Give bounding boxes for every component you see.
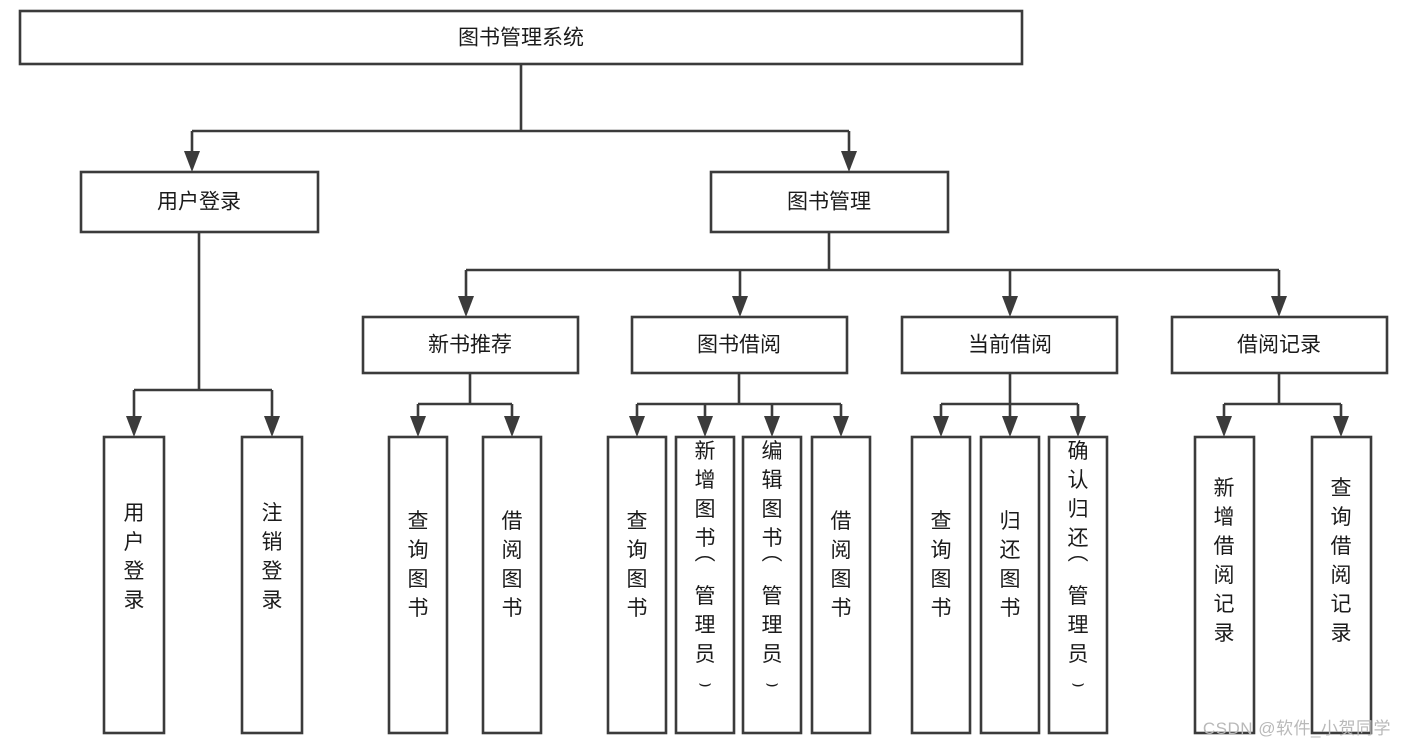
node-leaf-query-book-1-box[interactable] <box>387 435 449 735</box>
node-leaf-query-borrow-record[interactable]: 查询借阅记录 <box>1310 435 1373 735</box>
node-leaf-add-book-admin[interactable]: 新增图书⌒管理员⌣ <box>674 435 736 735</box>
node-leaf-user-logout-label: 注销登录 <box>262 502 283 612</box>
node-leaf-query-book-2-box[interactable] <box>606 435 668 735</box>
connector-root-to-level2 <box>184 64 857 172</box>
connector-bookborrow-to-leaves <box>629 373 849 437</box>
node-leaf-query-book-2[interactable]: 查询图书 <box>606 435 668 735</box>
node-borrow-record-box[interactable] <box>1170 315 1389 375</box>
node-user-login[interactable]: 用户登录 <box>79 170 320 234</box>
node-book-borrow-box[interactable] <box>630 315 849 375</box>
node-leaf-add-borrow-record-label: 新增借阅记录 <box>1214 477 1235 645</box>
node-book-manage-label: 图书管理 <box>787 191 871 214</box>
node-new-book-recommend[interactable]: 新书推荐 <box>361 315 580 375</box>
connector-newbook-to-leaves <box>410 373 520 437</box>
node-leaf-edit-book-admin-box[interactable] <box>741 435 803 735</box>
node-leaf-borrow-book-2[interactable]: 借阅图书 <box>810 435 872 735</box>
node-leaf-add-book-admin-label: 新增图书⌒管理员⌣ <box>695 440 716 695</box>
node-leaf-add-borrow-record-box[interactable] <box>1193 435 1256 735</box>
node-leaf-query-book-1[interactable]: 查询图书 <box>387 435 449 735</box>
node-root-box[interactable] <box>18 9 1024 66</box>
node-leaf-add-borrow-record[interactable]: 新增借阅记录 <box>1193 435 1256 735</box>
node-leaf-query-book-3-label: 查询图书 <box>931 510 952 620</box>
node-book-manage-box[interactable] <box>709 170 950 234</box>
node-leaf-return-book-label: 归还图书 <box>1000 510 1021 620</box>
node-leaf-borrow-book-1-box[interactable] <box>481 435 543 735</box>
node-leaf-borrow-book-2-box[interactable] <box>810 435 872 735</box>
node-leaf-confirm-return-admin[interactable]: 确认归还⌒管理员⌣ <box>1047 435 1109 735</box>
node-user-login-box[interactable] <box>79 170 320 234</box>
connector-borrowrecord-to-leaves <box>1216 373 1349 437</box>
node-current-borrow-label: 当前借阅 <box>968 334 1052 357</box>
node-leaf-edit-book-admin[interactable]: 编辑图书⌒管理员⌣ <box>741 435 803 735</box>
connector-userlogin-to-leaves <box>126 232 280 437</box>
node-book-manage[interactable]: 图书管理 <box>709 170 950 234</box>
node-leaf-query-book-3-box[interactable] <box>910 435 972 735</box>
node-borrow-record-label: 借阅记录 <box>1237 334 1321 357</box>
node-leaf-add-book-admin-box[interactable] <box>674 435 736 735</box>
node-leaf-query-book-2-label: 查询图书 <box>627 510 648 620</box>
node-leaf-borrow-book-1[interactable]: 借阅图书 <box>481 435 543 735</box>
node-user-login-label: 用户登录 <box>157 191 241 214</box>
node-book-borrow-label: 图书借阅 <box>697 334 781 357</box>
node-leaf-confirm-return-admin-box[interactable] <box>1047 435 1109 735</box>
node-leaf-user-login-label: 用户登录 <box>124 502 145 612</box>
node-current-borrow[interactable]: 当前借阅 <box>900 315 1119 375</box>
node-borrow-record[interactable]: 借阅记录 <box>1170 315 1389 375</box>
node-leaf-query-borrow-record-label: 查询借阅记录 <box>1331 477 1352 645</box>
node-leaf-user-logout[interactable]: 注销登录 <box>240 435 304 735</box>
node-leaf-confirm-return-admin-label: 确认归还⌒管理员⌣ <box>1068 440 1089 695</box>
connector-currentborrow-to-leaves <box>933 373 1086 437</box>
node-leaf-user-logout-box[interactable] <box>240 435 304 735</box>
node-root[interactable]: 图书管理系统 <box>18 9 1024 66</box>
connector-bookmanage-to-level3 <box>458 232 1287 317</box>
node-leaf-return-book-box[interactable] <box>979 435 1041 735</box>
node-leaf-borrow-book-2-label: 借阅图书 <box>831 510 852 620</box>
node-leaf-user-login[interactable]: 用户登录 <box>102 435 166 735</box>
node-leaf-query-borrow-record-box[interactable] <box>1310 435 1373 735</box>
csdn-watermark: CSDN @软件_小贺同学 <box>1202 719 1391 738</box>
node-new-book-recommend-box[interactable] <box>361 315 580 375</box>
node-leaf-return-book[interactable]: 归还图书 <box>979 435 1041 735</box>
node-leaf-borrow-book-1-label: 借阅图书 <box>502 510 523 620</box>
node-leaf-user-login-box[interactable] <box>102 435 166 735</box>
node-new-book-recommend-label: 新书推荐 <box>428 334 512 357</box>
node-leaf-query-book-3[interactable]: 查询图书 <box>910 435 972 735</box>
node-book-borrow[interactable]: 图书借阅 <box>630 315 849 375</box>
node-current-borrow-box[interactable] <box>900 315 1119 375</box>
node-leaf-query-book-1-label: 查询图书 <box>408 510 429 620</box>
node-root-label: 图书管理系统 <box>458 27 584 50</box>
node-leaf-edit-book-admin-label: 编辑图书⌒管理员⌣ <box>762 440 783 695</box>
